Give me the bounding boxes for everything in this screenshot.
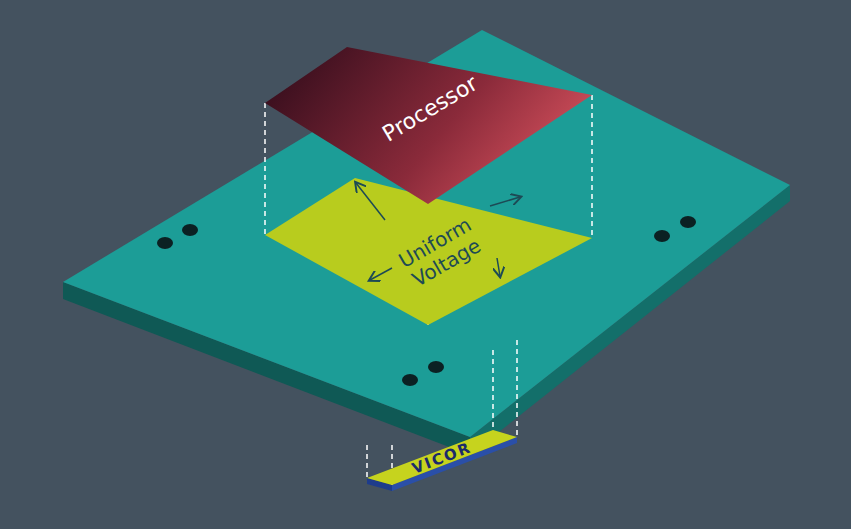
board-top [63,30,790,437]
vicor-module: VICOR [365,428,520,492]
vicor-module-face [367,430,517,485]
processor-chip: Processor [265,47,592,205]
voltage-plane-face [265,178,592,325]
processor-chip-face [265,47,592,204]
processor-chip-shape [265,47,592,205]
